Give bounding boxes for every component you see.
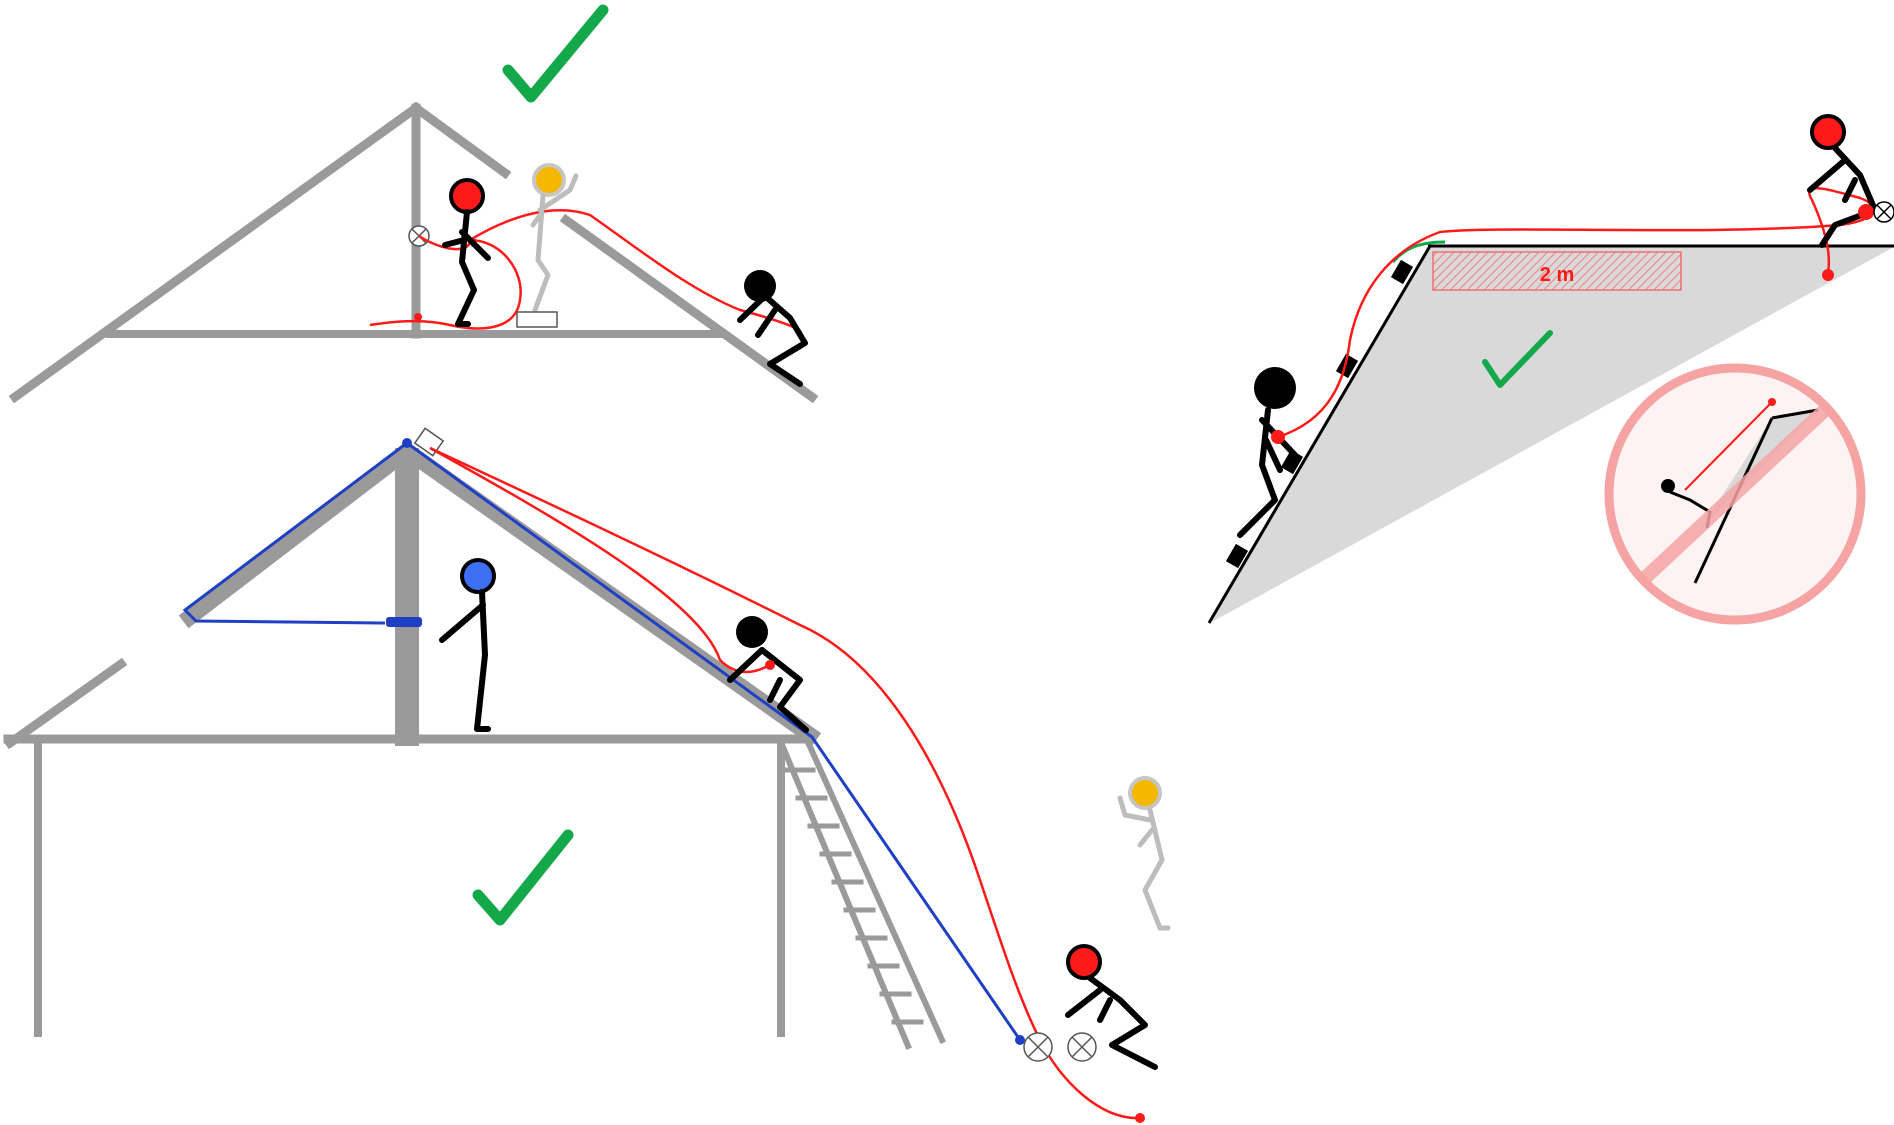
distance-zone xyxy=(1432,251,1682,291)
rope-end xyxy=(1135,1113,1145,1123)
rope-end xyxy=(1271,430,1285,444)
rope-end xyxy=(1822,269,1834,281)
rope-end xyxy=(765,660,775,670)
ghost-falling-figure xyxy=(530,163,579,313)
worker-red-standing xyxy=(442,178,491,327)
check-icon xyxy=(502,4,609,103)
ladder xyxy=(776,736,946,1050)
check-icon xyxy=(472,829,574,926)
lifeline-slack xyxy=(369,238,522,330)
blue-lifeline xyxy=(182,441,408,625)
check-icon xyxy=(1482,330,1553,388)
scene-roof-edge: 2 m xyxy=(1207,114,1894,625)
rope-end xyxy=(1015,1035,1025,1045)
house-frame xyxy=(3,441,822,1037)
prohibition-icon xyxy=(1604,363,1866,625)
worker-blue-standing xyxy=(439,558,496,732)
distance-label: 2 m xyxy=(1540,264,1574,286)
worker-black-crouching xyxy=(727,616,809,733)
worker-red-crouching xyxy=(1065,944,1158,1070)
lifeline-rope xyxy=(418,209,801,332)
worker-red-anchor xyxy=(1807,114,1878,248)
scene-house-ladder xyxy=(3,427,1171,1123)
lifeline-rope-2 xyxy=(429,446,771,674)
roof-shade xyxy=(1210,247,1894,623)
rope-end xyxy=(402,438,412,448)
platform-box xyxy=(516,311,558,328)
roof-hooks xyxy=(1225,259,1414,569)
attic-frame xyxy=(8,101,819,404)
rope-end xyxy=(414,313,422,321)
anchor-clip xyxy=(386,617,422,627)
worker-black-crouching xyxy=(737,270,808,387)
rope-end xyxy=(1858,204,1874,220)
anchor-ring-icon xyxy=(413,427,445,457)
roof-edge-line xyxy=(1207,245,1432,624)
anchor-ring-pair xyxy=(1023,1032,1097,1062)
blue-lifeline-roof xyxy=(406,441,1022,1041)
scene-attic-top xyxy=(8,4,819,404)
anchor-ring-icon xyxy=(1876,204,1892,220)
ghost-falling-figure xyxy=(1117,776,1171,931)
